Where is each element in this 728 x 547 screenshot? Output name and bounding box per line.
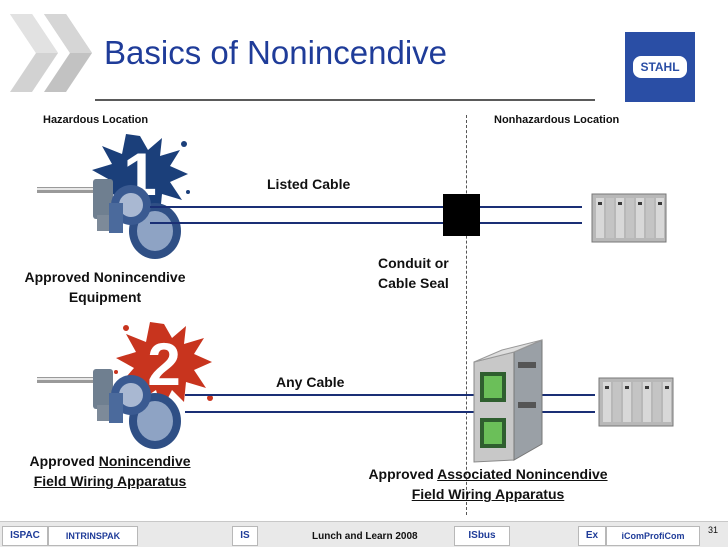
cable-seal-label-line2: Cable Seal (378, 275, 449, 291)
cable-seal-label-line1: Conduit or (378, 255, 449, 271)
stahl-logo-text: STAHL (640, 60, 680, 74)
footer-logo-is: IS (232, 526, 258, 546)
control-rack-1-icon (591, 193, 667, 243)
chevron-decoration-icon (10, 14, 92, 92)
transmitter-2-icon (37, 369, 181, 449)
badge-2-splash-icon (114, 322, 213, 410)
title-divider (95, 99, 595, 101)
transmitter-1-icon (37, 179, 181, 259)
listed-cable-lower (150, 222, 582, 224)
associated-label-line1: Approved Associated Nonincendive (338, 464, 638, 484)
equipment-label-line1: Approved Nonincendive (24, 269, 186, 285)
field-wiring-label-prefix: Approved (29, 453, 99, 469)
stahl-logo: STAHL (625, 32, 695, 102)
nonincendive-equipment-label: Approved Nonincendive Equipment (5, 267, 205, 307)
hazardous-location-label: Hazardous Location (43, 114, 149, 126)
any-cable-lower (185, 411, 595, 413)
page-title: Basics of Nonincendive (104, 34, 448, 71)
stahl-logo-badge: STAHL (633, 56, 687, 78)
associated-label-underlined: Associated Nonincendive (437, 466, 608, 482)
any-cable-upper (185, 394, 595, 396)
field-wiring-label-underlined: Nonincendive (98, 453, 191, 469)
footer-text: Lunch and Learn 2008 (312, 531, 418, 542)
listed-cable-label: Listed Cable (267, 176, 351, 192)
field-wiring-label-line2: Field Wiring Apparatus (33, 473, 187, 489)
equipment-label-line2: Equipment (68, 289, 142, 305)
associated-apparatus-label: Approved Associated Nonincendive Field W… (338, 464, 638, 504)
badge-2-number: 2 (147, 331, 181, 398)
footer-logo-ispac: ISPAC (2, 526, 48, 546)
field-wiring-label-line1: Approved Nonincendive (5, 451, 215, 471)
associated-label-prefix: Approved (368, 466, 438, 482)
footer-logo-ex: Ex (578, 526, 606, 546)
listed-cable-upper (150, 206, 582, 208)
cable-seal-label: Conduit or Cable Seal (378, 253, 449, 293)
control-rack-2-icon (598, 377, 674, 427)
cable-seal (443, 194, 480, 236)
associated-apparatus-icon (473, 339, 543, 463)
badge-1-splash-icon (92, 134, 190, 222)
nonhazardous-location-label: Nonhazardous Location (494, 114, 620, 126)
field-wiring-apparatus-label: Approved Nonincendive Field Wiring Appar… (5, 451, 215, 491)
footer-logo-intrinspak: INTRINSPAK (48, 526, 138, 546)
page-number: 31 (708, 525, 719, 535)
any-cable-label: Any Cable (276, 374, 345, 390)
location-boundary-line (466, 115, 467, 515)
footer-logo-isbus: ISbus (454, 526, 510, 546)
footer-logo-icomproficom: iComProfiCom (606, 526, 700, 546)
associated-label-line2: Field Wiring Apparatus (411, 486, 565, 502)
